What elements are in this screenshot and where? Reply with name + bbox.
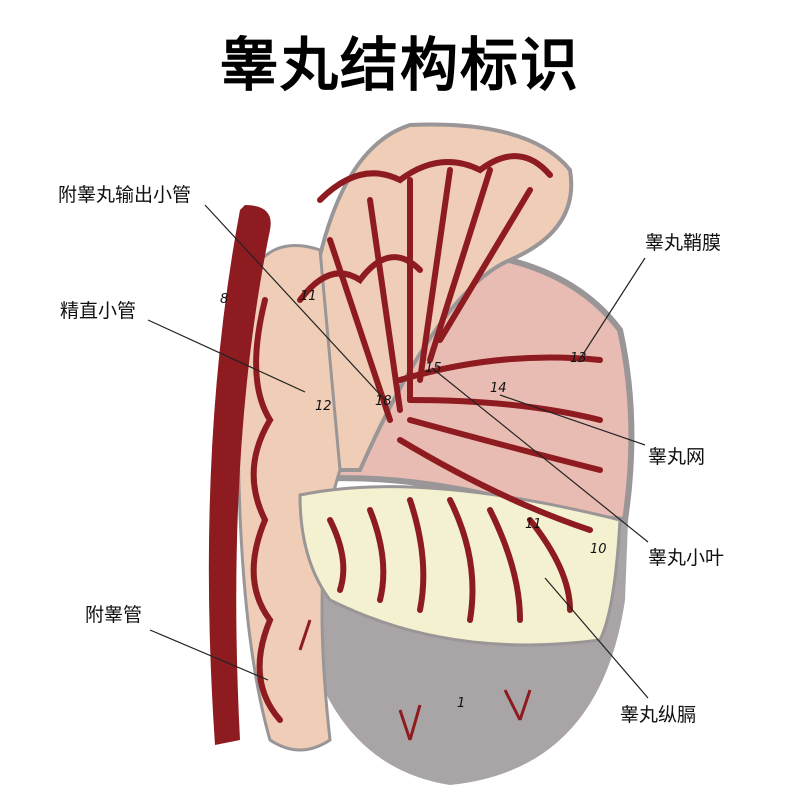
epididymis-body	[236, 244, 342, 752]
svg-text:14: 14	[490, 381, 507, 396]
epididymis-head	[297, 122, 574, 472]
testis-cross-section	[298, 485, 622, 647]
label-tunica-vaginalis: 睾丸鞘膜	[645, 232, 722, 254]
label-straight-tubules: 精直小管	[60, 300, 137, 322]
svg-text:10: 10	[590, 542, 607, 557]
svg-text:8: 8	[220, 292, 228, 307]
svg-text:11: 11	[300, 289, 317, 304]
label-lobules: 睾丸小叶	[648, 547, 725, 569]
svg-text:11: 11	[525, 517, 542, 532]
svg-text:18: 18	[375, 394, 392, 409]
label-rete-testis: 睾丸网	[648, 446, 706, 468]
svg-text:1: 1	[457, 696, 465, 711]
svg-text:12: 12	[315, 399, 332, 414]
seminiferous-tubules	[250, 153, 603, 723]
label-epididymal-duct: 附睾管	[85, 604, 143, 626]
surface-vessels	[298, 619, 532, 741]
page-title: 睾丸结构标识	[219, 31, 580, 99]
label-mediastinum: 睾丸纵膈	[620, 704, 697, 726]
label-efferent-ductules: 附睾丸输出小管	[58, 184, 192, 206]
leader-lines	[147, 204, 649, 699]
vas-deferens	[208, 205, 271, 745]
